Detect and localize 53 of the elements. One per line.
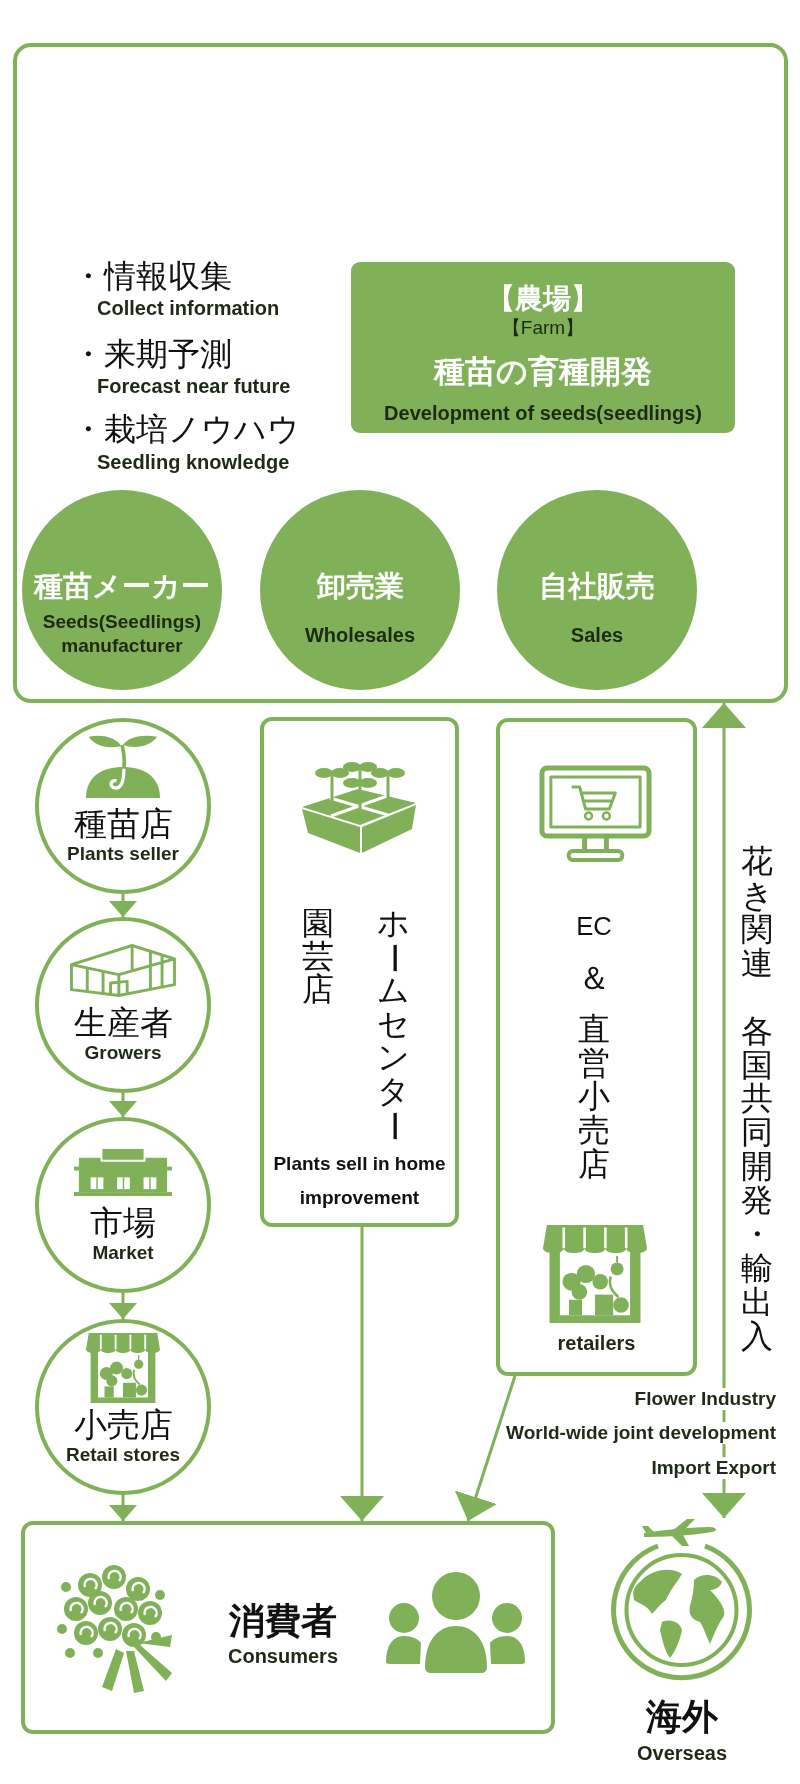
translation: Collect information (97, 296, 280, 320)
translation: Sales (570, 623, 624, 647)
bullet-item: ・来期予測 (72, 335, 232, 373)
rounded-frame (13, 43, 788, 703)
translation: Consumers (228, 1644, 338, 1668)
arrow (109, 1293, 137, 1319)
heading: 小売店 (73, 1406, 173, 1444)
stage-circle (35, 1319, 211, 1495)
bullet-item: ・栽培ノウハウ (72, 410, 300, 448)
annotation: World-wide joint development (504, 1422, 778, 1444)
translation: Retail stores (66, 1444, 180, 1466)
channel-box (260, 717, 459, 1227)
heading: 卸売業 (316, 570, 404, 604)
arrow (109, 1495, 137, 1521)
edge-label: 花き関連各国共同開発・輸出入 (740, 845, 774, 1354)
arrow (109, 1093, 137, 1117)
vertical-heading: ホームセンター (376, 907, 410, 1143)
vertical-heading: EC＆直営小売店 (576, 911, 612, 1182)
heading: 海外 (646, 1696, 718, 1738)
translation: retailers (557, 1331, 636, 1355)
arrow (340, 1227, 384, 1521)
bullet-item: ・情報収集 (72, 257, 232, 295)
translation: Development of seeds(seedlings) (384, 401, 702, 425)
subheading: 種苗の育種開発 (434, 354, 652, 390)
translation: Plants seller (67, 843, 179, 865)
heading: 【農場】 (487, 282, 599, 316)
translation: Overseas (636, 1741, 728, 1765)
arrow (109, 894, 137, 917)
heading: 種苗メーカー (34, 570, 210, 604)
annotation: Import Export (649, 1457, 778, 1479)
heading: 種苗店 (73, 805, 173, 843)
process-box (351, 262, 735, 433)
translation: 【Farm】 (501, 317, 585, 339)
translation: Wholesales (305, 623, 415, 647)
translation: Forecast near future (97, 374, 291, 398)
translation: Seeds(Seedlings) manufacturer (41, 610, 203, 658)
annotation: Flower Industry (632, 1388, 778, 1410)
heading: 市場 (90, 1204, 156, 1242)
heading: 消費者 (229, 1600, 337, 1642)
arrow (702, 703, 746, 1518)
arrow (454, 1375, 517, 1522)
heading: 自社販売 (539, 570, 655, 604)
vertical-heading: 園芸店 (302, 907, 334, 1006)
stage-circle (35, 1117, 211, 1293)
heading: 生産者 (73, 1004, 173, 1042)
translation: Plants sell in home improvement (272, 1152, 447, 1210)
translation: Seedling knowledge (97, 450, 290, 474)
stage-circle (35, 917, 211, 1093)
translation: Market (92, 1242, 154, 1264)
stage-circle (35, 718, 211, 894)
translation: Growers (84, 1042, 162, 1064)
channel-box (21, 1521, 555, 1734)
channel-box (496, 718, 697, 1376)
